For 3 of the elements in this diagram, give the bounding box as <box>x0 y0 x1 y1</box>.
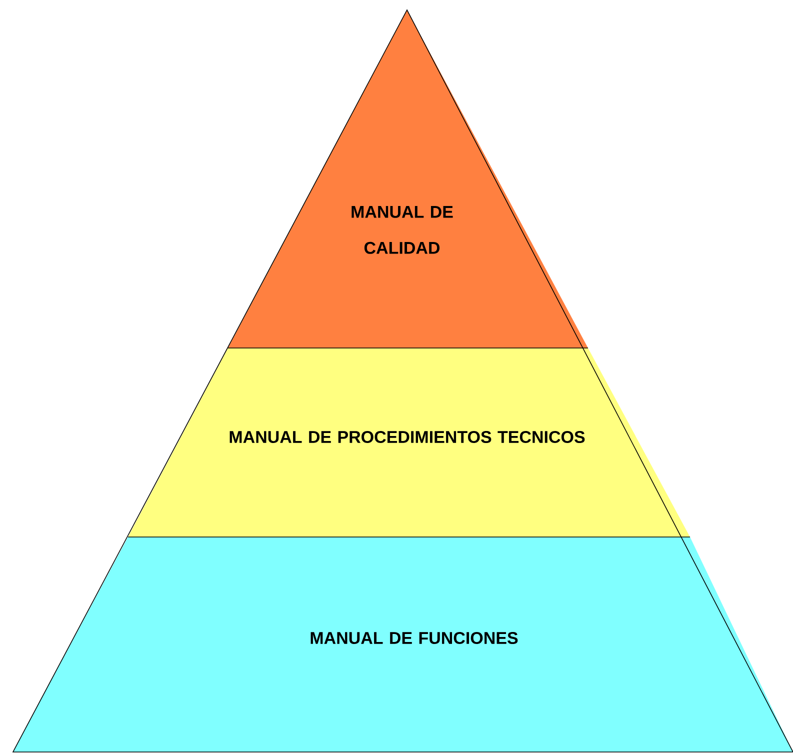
pyramid-level: MANUAL DE FUNCIONES <box>13 536 793 752</box>
pyramid-level: MANUAL DE PROCEDIMIENTOS TECNICOS <box>128 348 690 537</box>
pyramid-level: MANUAL DE CALIDAD <box>228 10 588 348</box>
